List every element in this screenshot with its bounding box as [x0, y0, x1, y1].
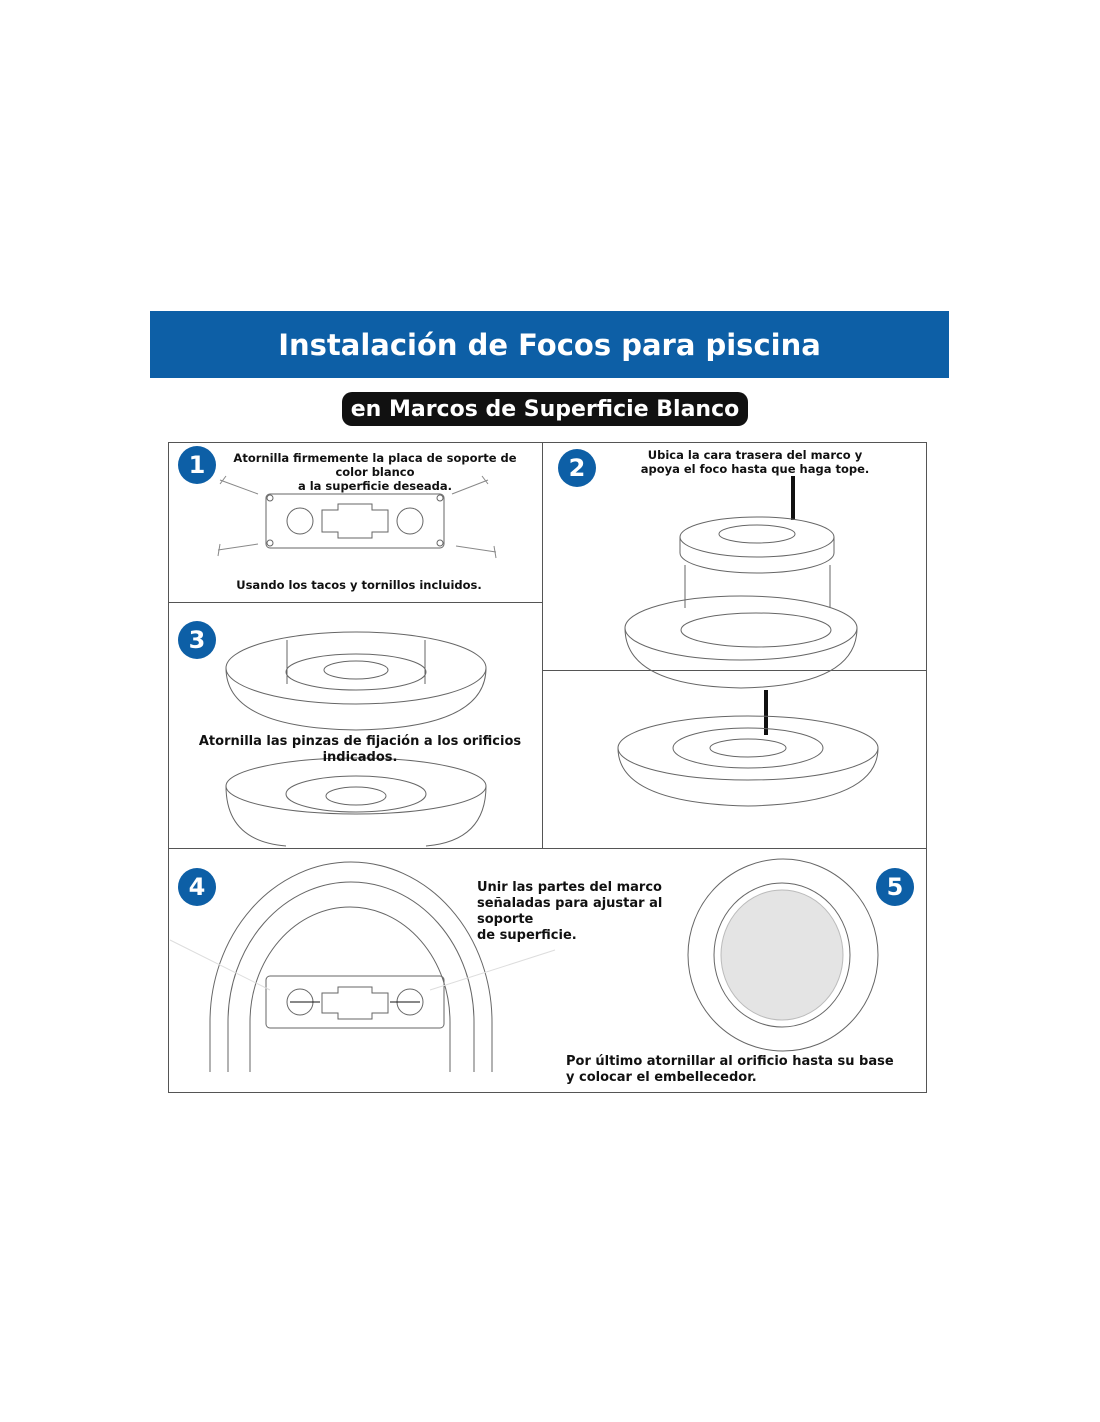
- step-5-badge: 5: [876, 868, 914, 906]
- step-4-line1: Unir las partes del marco: [477, 880, 662, 895]
- step-2-text: Ubica la cara trasera del marco y apoya …: [620, 448, 890, 476]
- subtitle-pill: en Marcos de Superficie Blanco: [342, 392, 748, 426]
- step-2-line2: apoya el foco hasta que haga tope.: [640, 462, 870, 476]
- step-4-badge: 4: [178, 868, 216, 906]
- step-1-note: Usando los tacos y tornillos incluidos.: [236, 578, 482, 592]
- step-1-text: Atornilla firmemente la placa de soporte…: [218, 451, 532, 493]
- pool-light-illustration: [687, 858, 879, 1052]
- step-5-line2: y colocar el embellecedor.: [566, 1070, 757, 1085]
- step-4-line2: señaladas para ajustar al soporte: [477, 896, 663, 927]
- divider: [168, 848, 927, 849]
- step-1-badge: 1: [178, 446, 216, 484]
- step-5-text: Por último atornillar al orificio hasta …: [566, 1054, 906, 1086]
- screw-icons: [217, 475, 497, 559]
- steps-frame: [168, 442, 927, 1093]
- step-1-line2: a la superficie deseada.: [297, 479, 453, 493]
- step-5-line1: Por último atornillar al orificio hasta …: [566, 1054, 894, 1069]
- divider: [168, 602, 542, 603]
- step-2-line1: Ubica la cara trasera del marco y: [647, 448, 863, 462]
- divider: [542, 670, 927, 671]
- frame-illustration-step4: [169, 861, 556, 1072]
- step-1-line1: Atornilla firmemente la placa de soporte…: [233, 451, 517, 479]
- step-3-text: Atornilla las pinzas de fijación a los o…: [198, 734, 522, 765]
- divider: [542, 442, 543, 848]
- frame-illustration-step3: [225, 631, 487, 847]
- step-2-badge: 2: [558, 449, 596, 487]
- step-4-line3: de superficie.: [477, 928, 577, 943]
- title-banner: Instalación de Focos para piscina: [150, 311, 949, 378]
- step-3-badge: 3: [178, 621, 216, 659]
- mounting-plate-illustration: [265, 493, 445, 549]
- step-4-text: Unir las partes del marco señaladas para…: [477, 880, 717, 944]
- frame-illustration-step2: [617, 476, 879, 807]
